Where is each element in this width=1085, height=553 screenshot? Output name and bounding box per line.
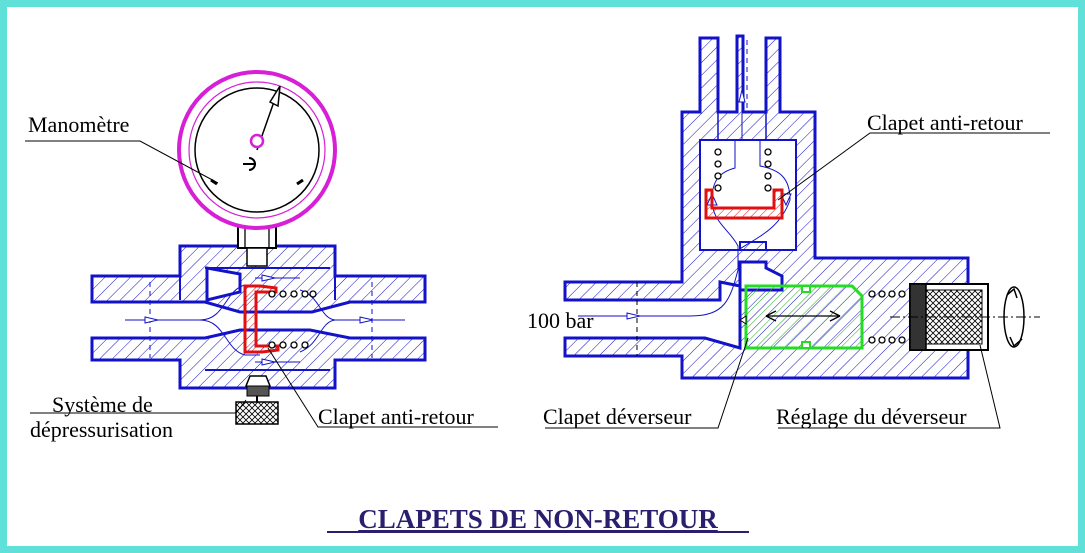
adjusting-screw	[890, 283, 1040, 351]
label-clapet-right: Clapet anti-retour	[867, 110, 1023, 135]
label-manometre: Manomètre	[28, 112, 129, 137]
label-clapet-left: Clapet anti-retour	[318, 404, 474, 429]
depressurisation-screw	[235, 375, 279, 425]
manometer	[177, 70, 337, 230]
right-check-springs	[714, 148, 906, 344]
diagram-title: CLAPETS DE NON-RETOUR	[358, 504, 718, 534]
left-check-valve	[243, 284, 280, 354]
relief-valve-piston	[739, 284, 864, 350]
label-systeme-line2: dépressurisation	[30, 417, 173, 442]
label-clapet-deverseur: Clapet déverseur	[543, 404, 692, 429]
rotation-arrows-icon	[1003, 286, 1025, 348]
right-leader-lines	[545, 132, 1050, 429]
right-check-valve	[704, 188, 784, 220]
left-valve-assembly	[25, 70, 498, 428]
left-spring	[268, 290, 317, 349]
label-pressure: 100 bar	[527, 308, 594, 333]
left-leader-lines	[25, 140, 498, 428]
label-reglage: Réglage du déverseur	[776, 404, 967, 429]
right-valve-assembly	[545, 34, 1050, 429]
label-systeme-line1: Système de	[52, 392, 153, 417]
left-valve-body	[90, 244, 427, 390]
